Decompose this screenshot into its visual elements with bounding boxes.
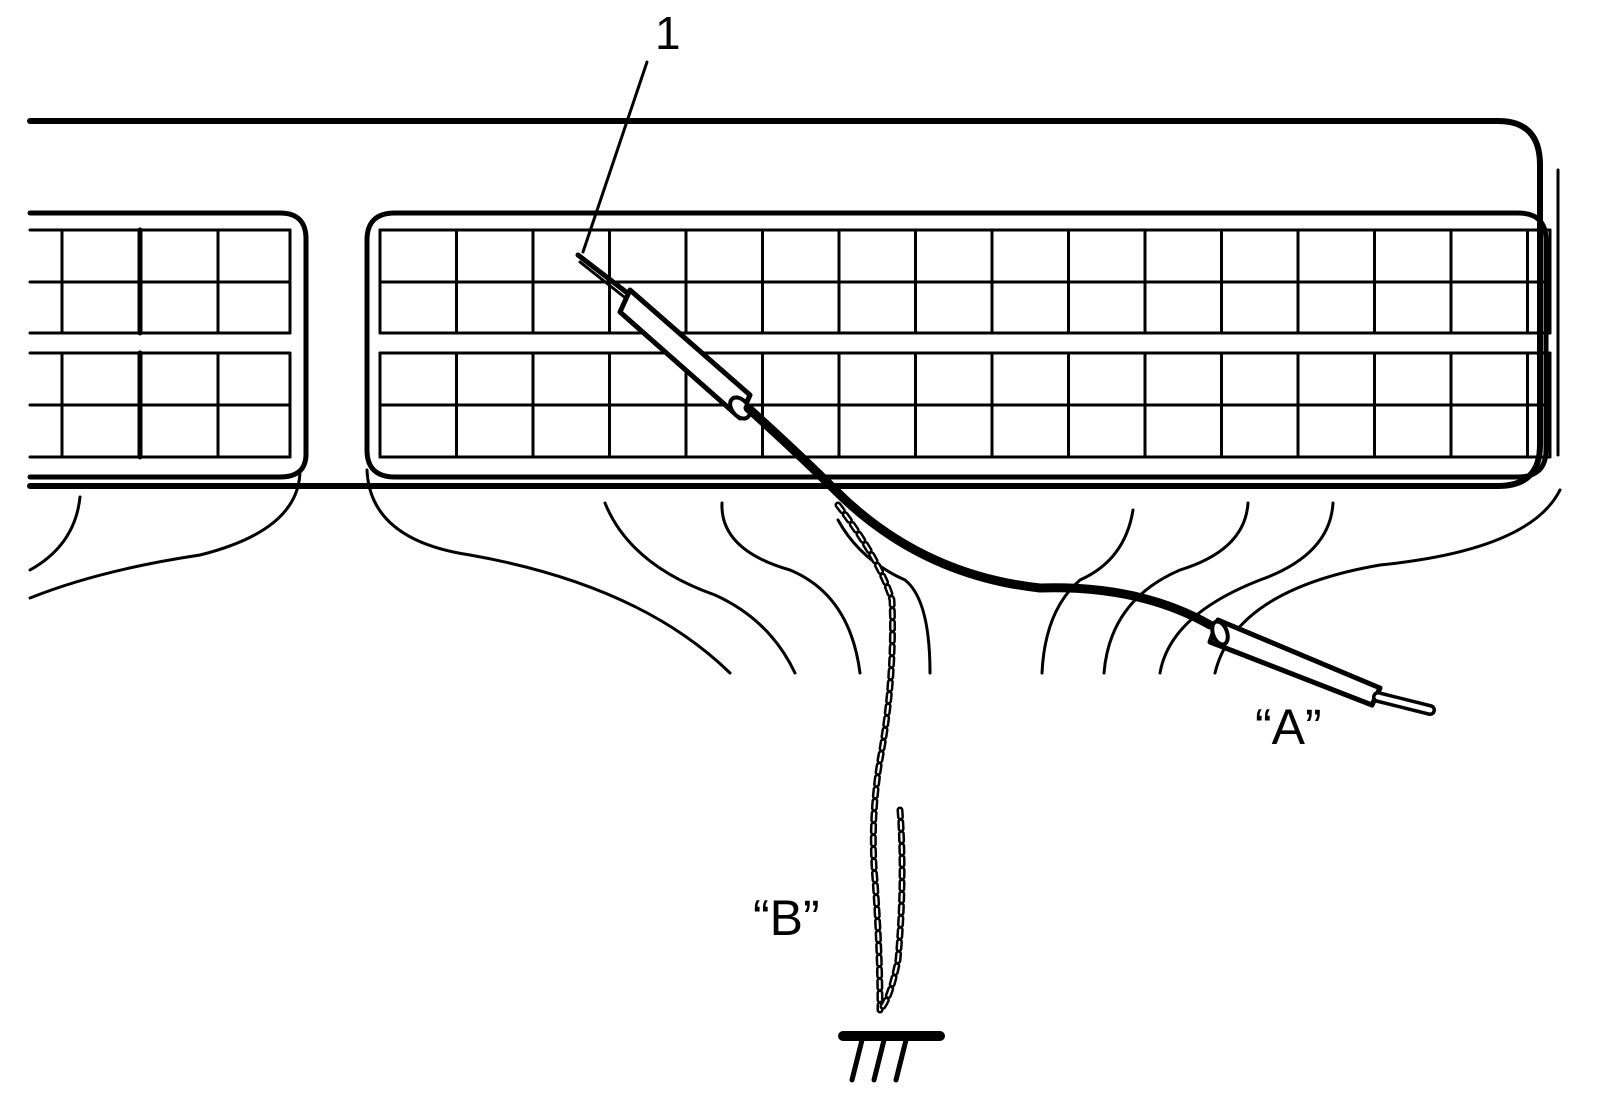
callout-probe-b: “B” bbox=[753, 890, 820, 946]
connector-housing bbox=[27, 118, 1560, 489]
probe-b bbox=[834, 501, 906, 1014]
wire-harness-strands bbox=[28, 468, 1562, 675]
probe-a bbox=[575, 252, 1436, 716]
connector-cavity-block-right bbox=[364, 210, 1552, 480]
callout-1: 1 bbox=[655, 7, 681, 59]
connector-cavity-block-left bbox=[27, 210, 309, 480]
callout-leader-1 bbox=[581, 60, 649, 254]
callout-probe-a: “A” bbox=[1255, 699, 1322, 755]
ground-symbol-icon bbox=[838, 1031, 945, 1083]
